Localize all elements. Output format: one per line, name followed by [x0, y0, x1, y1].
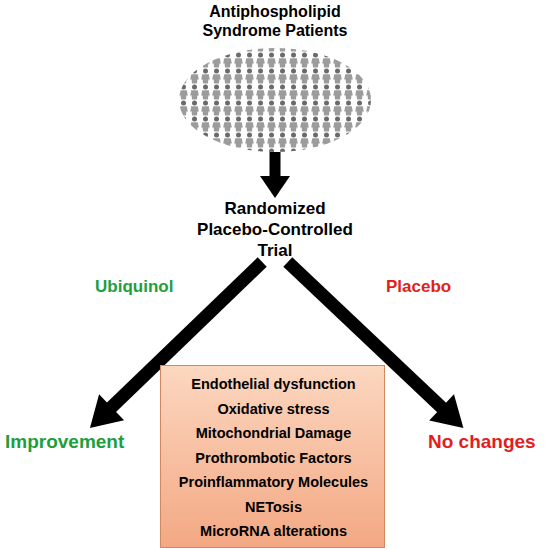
- edge-label: Ubiquinol: [95, 277, 173, 297]
- arrow-head: [90, 394, 124, 428]
- node-text: No changes: [428, 430, 546, 454]
- edge-label: Placebo: [386, 277, 451, 297]
- flow-arrow: [260, 152, 290, 198]
- node-text: Improvement: [5, 430, 123, 454]
- diagram-node: Antiphospholipid Syndrome Patients: [150, 0, 400, 152]
- node-text: Oxidative stress: [161, 397, 386, 422]
- node-text: Proinflammatory Molecules: [161, 470, 386, 495]
- node-text: NETosis: [161, 495, 386, 520]
- node-text: Mitochondrial Damage: [161, 421, 386, 446]
- arrow-head: [260, 176, 290, 198]
- node-text: Randomized Placebo-Controlled Trial: [195, 198, 355, 261]
- node-text: MicroRNA alterations: [161, 519, 386, 544]
- diagram-node: Improvement: [5, 428, 123, 454]
- arrow-shaft: [270, 152, 281, 178]
- node-text: Endothelial dysfunction: [161, 372, 386, 397]
- diagram-node: Randomized Placebo-Controlled Trial: [195, 198, 355, 262]
- node-text: Prothrombotic Factors: [161, 446, 386, 471]
- outcome-box: Endothelial dysfunctionOxidative stressM…: [160, 365, 385, 548]
- diagram-node: No changes: [428, 428, 546, 454]
- crowd-figures: [179, 48, 371, 152]
- node-text: Antiphospholipid Syndrome Patients: [185, 2, 365, 40]
- arrow-head: [429, 394, 463, 428]
